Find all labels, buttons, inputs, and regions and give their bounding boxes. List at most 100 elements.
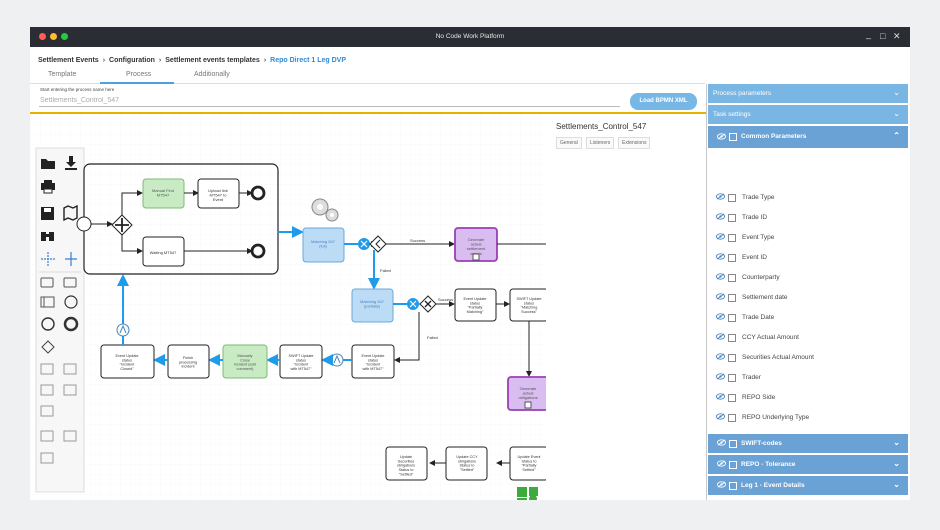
parameter-row[interactable]: REPO Side <box>707 390 907 408</box>
tab-additionally[interactable]: Additionally <box>194 71 230 78</box>
eye-off-icon[interactable] <box>716 293 725 300</box>
zoom-window-dot[interactable] <box>61 33 68 40</box>
eye-off-icon[interactable] <box>716 313 725 320</box>
palette-task-icon[interactable] <box>63 363 77 375</box>
parameter-checkbox[interactable] <box>728 374 736 382</box>
participant-icon[interactable] <box>40 296 55 308</box>
eye-off-icon[interactable] <box>717 133 726 140</box>
section-checkbox[interactable] <box>729 482 737 490</box>
close-window-dot[interactable] <box>39 33 46 40</box>
eye-off-icon[interactable] <box>716 333 725 340</box>
end-event[interactable] <box>250 185 266 201</box>
breadcrumb-item[interactable]: Settlement Events <box>38 57 99 64</box>
parameter-checkbox[interactable] <box>728 214 736 222</box>
eye-off-icon[interactable] <box>716 413 725 420</box>
parameter-checkbox[interactable] <box>728 334 736 342</box>
boundary-event[interactable] <box>116 323 130 337</box>
minimize-window-dot[interactable] <box>50 33 57 40</box>
end-event-icon[interactable] <box>63 316 79 332</box>
parameter-row[interactable]: Counterparty <box>707 270 907 288</box>
expand-icon[interactable] <box>524 401 532 409</box>
start-event-icon[interactable] <box>64 295 78 309</box>
palette-task-icon[interactable] <box>40 384 54 396</box>
parameter-row[interactable]: Trade Date <box>707 310 907 328</box>
load-bpmn-xml-button[interactable]: Load BPMN XML <box>630 93 697 110</box>
parameter-checkbox[interactable] <box>728 354 736 362</box>
tab-process[interactable]: Process <box>126 71 152 78</box>
intermediate-event-icon[interactable] <box>41 317 55 331</box>
parameter-checkbox[interactable] <box>728 414 736 422</box>
section-checkbox[interactable] <box>729 440 737 448</box>
event-gateway[interactable] <box>369 235 387 253</box>
section-leg1-event-details[interactable]: Leg 1 - Event Details ⌄ <box>708 476 908 495</box>
sequence-flow[interactable] <box>394 312 420 363</box>
process-name-input[interactable] <box>39 94 620 107</box>
palette-task-icon[interactable] <box>40 430 54 442</box>
parameter-checkbox[interactable] <box>728 294 736 302</box>
task-waiting[interactable]: Waiting MT547 <box>142 236 185 267</box>
open-folder-icon[interactable] <box>41 159 55 169</box>
section-task-settings[interactable]: Task settings ⌄ <box>708 105 908 124</box>
boundary-event[interactable] <box>358 238 370 250</box>
minimize-button[interactable]: _ <box>866 29 872 39</box>
parameter-row[interactable]: CCY Actual Amount <box>707 330 907 348</box>
tab-extensions[interactable]: Extensions <box>618 137 651 149</box>
parameter-checkbox[interactable] <box>728 194 736 202</box>
section-swift-codes[interactable]: SWIFT-codes ⌄ <box>708 434 908 453</box>
end-event[interactable] <box>250 243 266 259</box>
parameter-row[interactable]: Event Type <box>707 230 907 248</box>
task-matching-full[interactable]: Matching 547(full) <box>302 227 345 263</box>
task-icon[interactable] <box>40 277 54 288</box>
palette-task-icon[interactable] <box>40 452 54 464</box>
parameter-checkbox[interactable] <box>728 254 736 262</box>
parameter-checkbox[interactable] <box>728 394 736 402</box>
print-icon[interactable] <box>41 180 55 194</box>
parameter-row[interactable]: Event ID <box>707 250 907 268</box>
eye-off-icon[interactable] <box>716 213 725 220</box>
maximize-button[interactable]: □ <box>880 31 886 41</box>
sequence-flow[interactable] <box>121 235 143 254</box>
user-task-icon[interactable] <box>63 277 77 288</box>
parameter-checkbox[interactable] <box>728 314 736 322</box>
palette-task-icon[interactable] <box>63 430 77 442</box>
parameter-row[interactable]: Securities Actual Amount <box>707 350 907 368</box>
eye-off-icon[interactable] <box>716 253 725 260</box>
eye-off-icon[interactable] <box>716 373 725 380</box>
section-checkbox[interactable] <box>729 133 737 141</box>
tab-listeners[interactable]: Listeners <box>586 137 615 149</box>
eye-off-icon[interactable] <box>716 353 725 360</box>
parameter-checkbox[interactable] <box>728 234 736 242</box>
parameter-row[interactable]: Trader <box>707 370 907 388</box>
sequence-flow[interactable] <box>121 190 143 215</box>
section-process-parameters[interactable]: Process parameters ⌄ <box>708 84 908 103</box>
breadcrumb-item[interactable]: Configuration <box>109 57 155 64</box>
close-button[interactable]: ✕ <box>893 31 901 41</box>
eye-off-icon[interactable] <box>716 233 725 240</box>
space-tool-icon[interactable] <box>41 252 55 266</box>
section-repo-tolerance[interactable]: REPO - Tolerance ⌄ <box>708 455 908 474</box>
tab-template[interactable]: Template <box>48 71 77 78</box>
split-tool-icon[interactable] <box>65 252 77 266</box>
breadcrumb-item[interactable]: Settlement events templates <box>165 57 260 64</box>
eye-off-icon[interactable] <box>716 273 725 280</box>
eye-off-icon[interactable] <box>717 439 726 446</box>
map-icon[interactable] <box>63 204 78 222</box>
eye-off-icon[interactable] <box>716 393 725 400</box>
section-checkbox[interactable] <box>729 461 737 469</box>
eye-off-icon[interactable] <box>717 460 726 467</box>
